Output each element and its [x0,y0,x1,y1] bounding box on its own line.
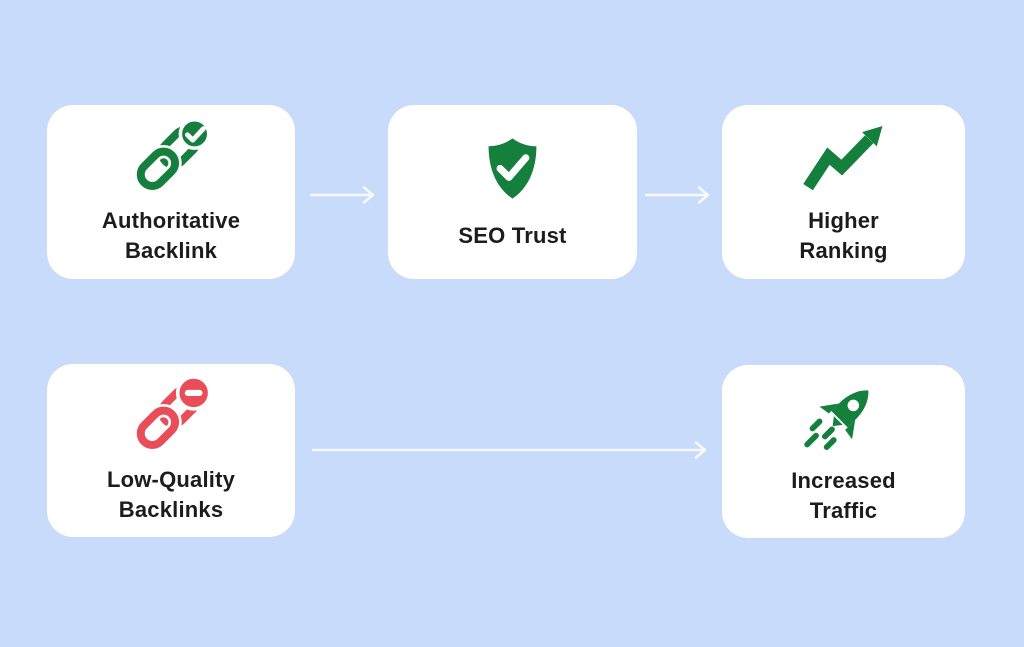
card-label-line: Backlinks [118,496,224,522]
card-increased-traffic: Increased Traffic [722,365,965,538]
card-label-line: Higher [808,208,879,234]
link-check-icon [125,118,218,196]
card-label-line: Backlink [124,238,218,263]
shield-check-icon [468,133,557,211]
card-label-line: Increased [791,467,896,493]
card-label: Higher Ranking [799,206,887,266]
rocket-icon [797,378,890,456]
card-authoritative-backlink: Authoritative Backlink [47,105,295,279]
card-label-line: SEO Trust [458,223,567,249]
card-low-quality-backlinks: Low-Quality Backlinks [47,364,295,537]
flow-arrow-backlink-to-trust [310,186,375,204]
card-label: Increased Traffic [791,466,896,526]
flow-arrow-trust-to-ranking [645,186,710,204]
trend-up-arrow-icon [799,118,888,196]
card-label-line: Authoritative [101,208,241,234]
flow-arrow-lowquality-to-traffic [312,441,707,459]
card-label-line: Traffic [809,497,878,523]
card-label: SEO Trust [458,221,566,251]
card-label-line: Ranking [799,238,888,263]
card-label: Authoritative Backlink [102,206,240,266]
link-blocked-icon [125,376,218,455]
card-label-line: Low-Quality [106,466,236,492]
card-seo-trust: SEO Trust [388,105,637,279]
card-label: Low-Quality Backlinks [107,465,235,525]
card-higher-ranking: Higher Ranking [722,105,965,279]
